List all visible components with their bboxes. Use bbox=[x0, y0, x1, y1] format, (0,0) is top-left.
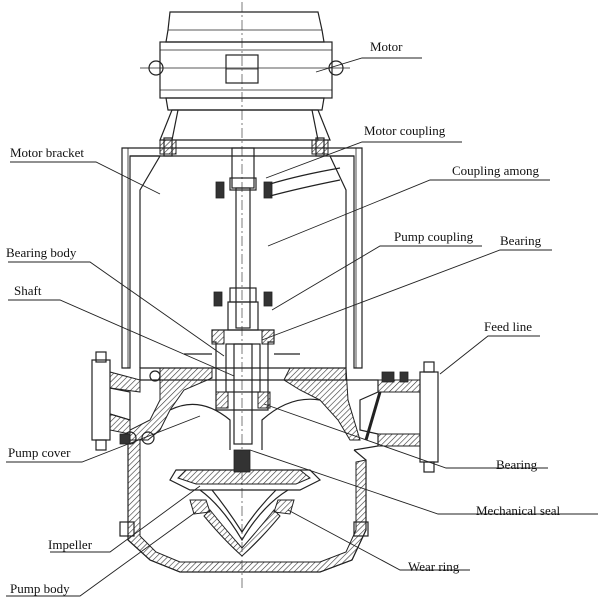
pump-body-part bbox=[119, 433, 369, 573]
label-pump-cover: Pump cover bbox=[8, 445, 71, 460]
leader-bearing-bottom bbox=[263, 403, 548, 469]
label-pump-coupling: Pump coupling bbox=[394, 229, 474, 244]
label-motor-coupling: Motor coupling bbox=[364, 123, 446, 138]
leader-pump-coupling bbox=[271, 245, 482, 311]
label-motor: Motor bbox=[370, 39, 403, 54]
bearing-body-part bbox=[184, 329, 300, 445]
leader-pump-body bbox=[6, 511, 197, 597]
inlet-flange bbox=[91, 351, 141, 451]
leader-coupling-among bbox=[267, 179, 550, 247]
label-motor-bracket: Motor bracket bbox=[10, 145, 85, 160]
leader-impeller bbox=[50, 485, 201, 553]
leader-motor-bracket bbox=[10, 161, 161, 195]
impeller-part bbox=[169, 449, 322, 557]
label-pump-body: Pump body bbox=[10, 581, 70, 596]
leader-lines bbox=[6, 57, 598, 597]
leader-wear-ring bbox=[287, 509, 470, 571]
label-mechanical-seal: Mechanical seal bbox=[476, 503, 561, 518]
motor-part bbox=[140, 11, 350, 141]
label-feed-line: Feed line bbox=[484, 319, 533, 334]
shaft-assembly bbox=[213, 147, 341, 331]
leader-feed-line bbox=[439, 335, 540, 375]
feed-line-part bbox=[346, 361, 439, 473]
motor-bracket-part bbox=[121, 137, 363, 369]
label-shaft: Shaft bbox=[14, 283, 42, 298]
label-bearing-bottom: Bearing bbox=[496, 457, 538, 472]
leader-pump-cover bbox=[6, 415, 201, 463]
leader-bearing-top bbox=[261, 249, 552, 341]
pump-cover-part bbox=[123, 367, 361, 450]
leader-motor bbox=[315, 57, 422, 73]
label-impeller: Impeller bbox=[48, 537, 93, 552]
leader-motor-coupling bbox=[265, 141, 462, 179]
label-coupling-among: Coupling among bbox=[452, 163, 540, 178]
label-bearing-top: Bearing bbox=[500, 233, 542, 248]
leader-mechanical-seal bbox=[249, 449, 598, 515]
wear-ring-part bbox=[189, 499, 295, 515]
label-bearing-body: Bearing body bbox=[6, 245, 77, 260]
leader-shaft bbox=[8, 299, 235, 377]
label-wear-ring: Wear ring bbox=[408, 559, 460, 574]
leader-bearing-body bbox=[8, 261, 225, 357]
